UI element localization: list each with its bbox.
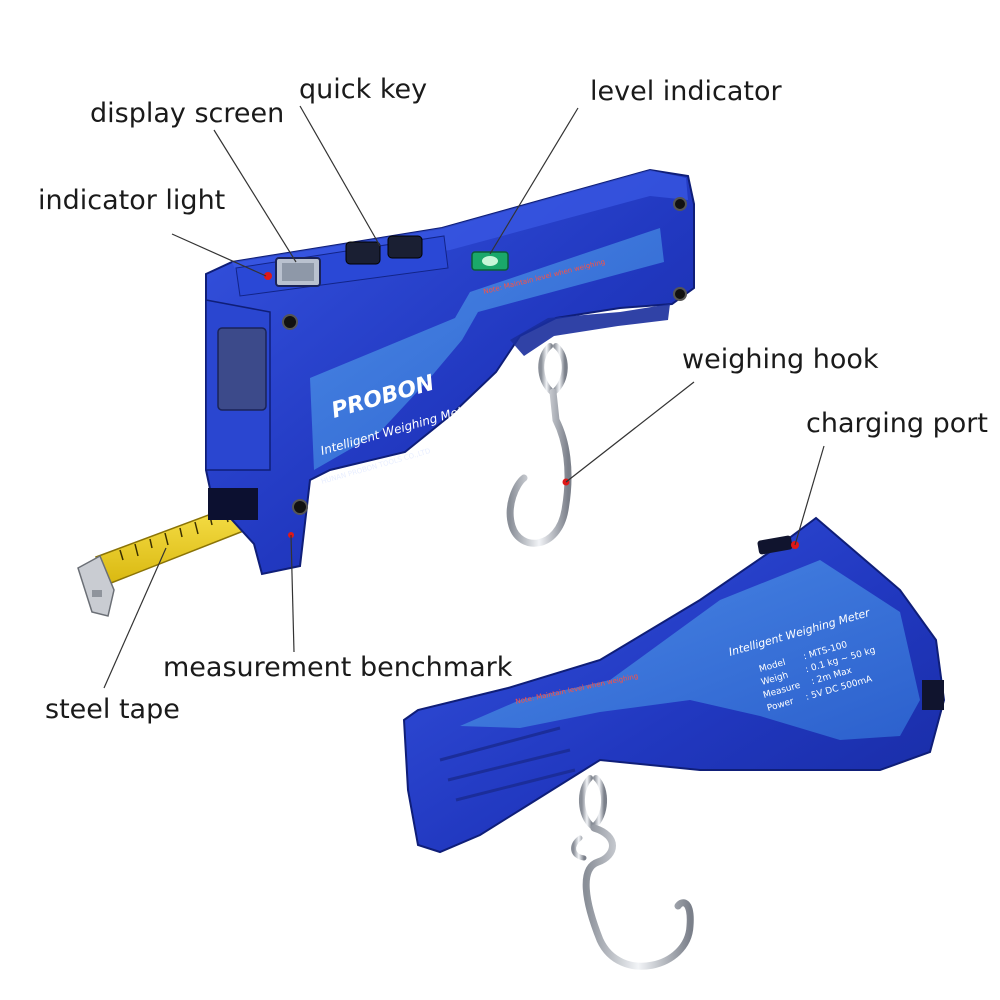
callout-measurement-benchmark: measurement benchmark <box>163 652 513 683</box>
callout-charging-port: charging port <box>806 408 988 439</box>
front-device: PROBON Intelligent Weighing Meter HUNAN … <box>77 168 695 617</box>
steel-tape <box>77 503 247 617</box>
back-hook <box>571 775 694 970</box>
leader-lines <box>103 105 825 689</box>
back-device: Intelligent Weighing Meter Model : MTS-1… <box>402 516 946 970</box>
front-hook <box>506 343 572 547</box>
callout-weighing-hook: weighing hook <box>682 344 879 375</box>
callout-steel-tape: steel tape <box>45 694 180 725</box>
callout-indicator-light: indicator light <box>38 185 226 216</box>
callout-quick-key: quick key <box>299 74 428 105</box>
callout-level-indicator: level indicator <box>590 76 782 107</box>
callout-display-screen: display screen <box>90 98 285 129</box>
